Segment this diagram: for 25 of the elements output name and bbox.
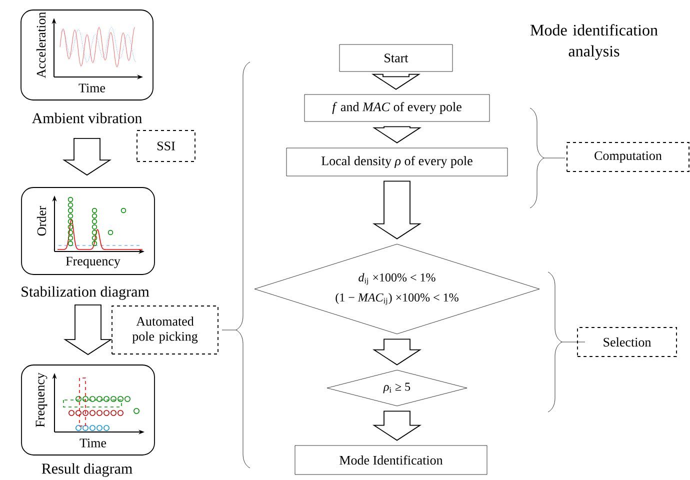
axis-label: Order	[36, 206, 46, 236]
block-arrow	[372, 126, 422, 144]
node-label: Result diagram	[42, 463, 132, 477]
axis-label: Time	[80, 438, 106, 448]
process-box: Local density ρ of every pole	[286, 148, 508, 176]
title: Mode identification analysis	[530, 24, 658, 60]
axis-label: Frequency	[36, 372, 48, 428]
node-label: Stabilization diagram	[22, 286, 150, 300]
process-box: Mode Identification	[294, 445, 488, 475]
node-label: Ambient vibration	[32, 112, 142, 124]
dashed-box: Computation	[566, 142, 690, 172]
block-arrow	[372, 410, 422, 441]
dashed-box: SSI	[136, 130, 196, 162]
dashed-box: Automated pole picking	[112, 306, 218, 354]
axis-label: Acceleration	[36, 12, 46, 78]
axis-label: Frequency	[66, 256, 120, 268]
axis-label: Time	[78, 84, 106, 92]
block-arrow	[372, 338, 422, 366]
block-arrow	[372, 180, 422, 240]
block-arrow	[64, 304, 113, 356]
block-arrow	[62, 138, 112, 176]
process-box: f and MAC of every pole	[304, 94, 490, 122]
process-box: Start	[339, 44, 453, 72]
dashed-box: Selection	[577, 327, 677, 357]
block-arrow	[372, 74, 421, 90]
